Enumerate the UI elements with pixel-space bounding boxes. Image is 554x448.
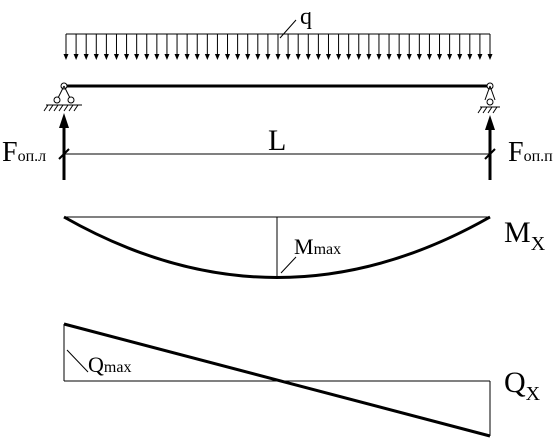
load-arrow-head <box>426 54 432 60</box>
left-reaction-arrow <box>59 113 69 180</box>
load-arrow-head <box>305 54 311 60</box>
load-arrow-head <box>477 54 483 60</box>
load-arrow-head <box>416 54 422 60</box>
load-arrow-head <box>235 54 241 60</box>
load-arrow-head <box>376 54 382 60</box>
load-arrow-head <box>457 54 463 60</box>
load-arrow-head <box>214 54 220 60</box>
load-arrow-head <box>295 54 301 60</box>
mmax-callout: Mmax <box>294 234 341 259</box>
shear-diagram: Qmax QX <box>63 322 541 438</box>
distributed-load: q <box>63 4 493 60</box>
load-arrow-head <box>124 54 130 60</box>
load-arrow-head <box>225 54 231 60</box>
load-arrow-head <box>204 54 210 60</box>
load-arrow-head <box>93 54 99 60</box>
qmax-leader-line <box>66 349 89 373</box>
right-roller-support <box>477 85 500 114</box>
span-dimension: L <box>58 124 496 160</box>
load-arrow-head <box>396 54 402 60</box>
load-arrow-head <box>154 54 160 60</box>
left-reaction-label: Fоп.л <box>2 137 46 168</box>
moment-diagram-title: MX <box>504 216 546 255</box>
load-arrow-head <box>487 54 493 60</box>
load-arrow-head <box>325 54 331 60</box>
mmax-leader-line <box>280 256 297 274</box>
load-arrow-head <box>194 54 200 60</box>
load-arrow-head <box>275 54 281 60</box>
load-arrow-head <box>285 54 291 60</box>
load-arrow-head <box>437 54 443 60</box>
load-arrow-head <box>63 54 69 60</box>
load-arrow-head <box>447 54 453 60</box>
load-arrow-head <box>336 54 342 60</box>
beam <box>60 82 494 90</box>
load-arrow-head <box>346 54 352 60</box>
load-arrow-head <box>265 54 271 60</box>
span-label: L <box>268 124 286 157</box>
load-arrow-head <box>103 54 109 60</box>
load-arrow-head <box>164 54 170 60</box>
right-reaction-arrow <box>485 115 495 180</box>
left-pin-support <box>43 85 82 112</box>
load-arrow-head <box>406 54 412 60</box>
load-label: q <box>300 4 312 30</box>
shear-diagram-title: QX <box>504 366 541 405</box>
moment-diagram: Mmax MX <box>63 215 546 279</box>
load-arrow-head <box>467 54 473 60</box>
load-arrow-head <box>245 54 251 60</box>
load-arrow-head <box>83 54 89 60</box>
load-arrow-head <box>184 54 190 60</box>
load-arrow-head <box>113 54 119 60</box>
right-reaction-label: Fоп.п <box>508 137 553 168</box>
load-arrow-head <box>315 54 321 60</box>
load-arrow-head <box>73 54 79 60</box>
load-arrows <box>63 34 493 60</box>
load-arrow-head <box>134 54 140 60</box>
load-arrow-head <box>366 54 372 60</box>
load-arrow-head <box>356 54 362 60</box>
load-arrow-head <box>255 54 261 60</box>
qmax-callout: Qmax <box>88 352 131 377</box>
load-arrow-head <box>386 54 392 60</box>
load-leader-line <box>279 19 297 39</box>
load-arrow-head <box>174 54 180 60</box>
load-arrow-head <box>144 54 150 60</box>
